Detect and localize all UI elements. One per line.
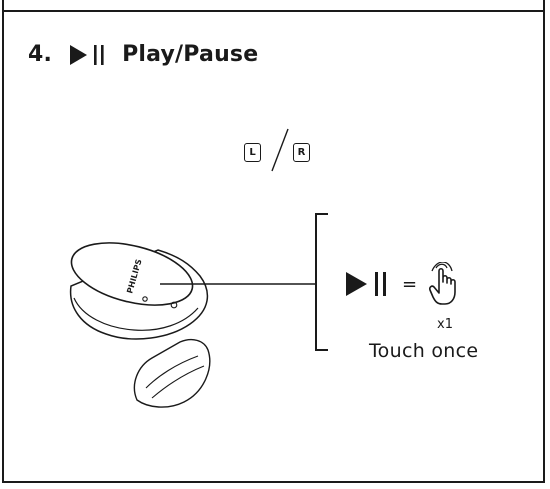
play-pause-icon: [70, 44, 104, 65]
page-frame: [2, 0, 545, 483]
touch-count: x1: [437, 317, 453, 332]
touch-hand-icon: [429, 262, 456, 305]
equals-sign: =: [402, 273, 418, 295]
step-number: 4.: [28, 42, 53, 67]
gesture-row: =: [346, 262, 463, 306]
section-title: Play/Pause: [122, 42, 259, 67]
side-selector: L R: [242, 128, 322, 172]
gesture-bracket: [315, 213, 328, 351]
section-heading: 4. Play/Pause: [28, 42, 258, 67]
left-key-badge: L: [244, 143, 261, 162]
earbud-illustration: PHILIPS: [69, 242, 316, 408]
gesture-label: Touch once: [369, 340, 479, 362]
play-pause-icon: [346, 272, 386, 296]
right-key-badge: R: [293, 143, 310, 162]
slash-divider: [271, 128, 289, 172]
top-rule: [2, 0, 545, 12]
